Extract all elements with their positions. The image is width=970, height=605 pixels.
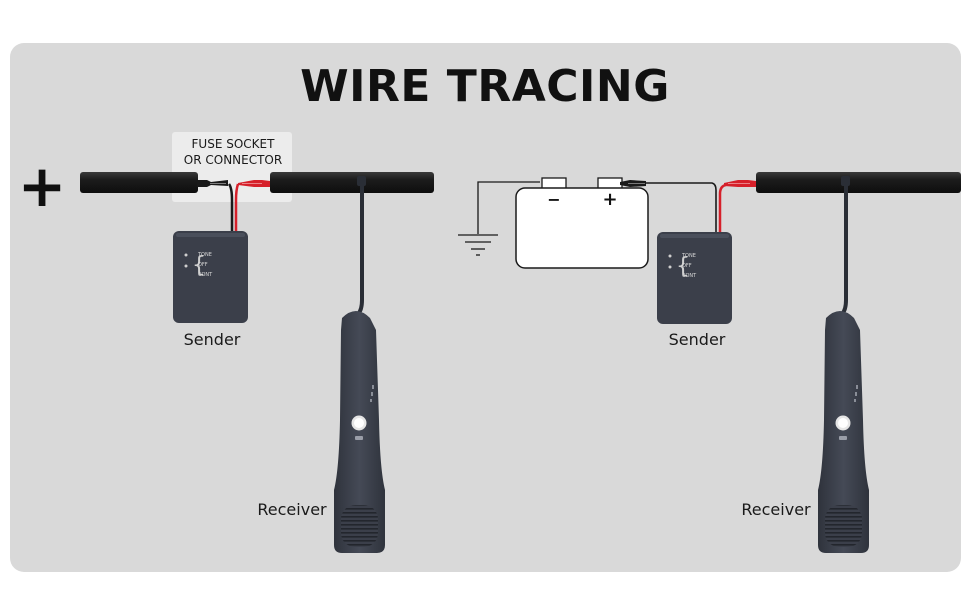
- page-title: WIRE TRACING: [300, 61, 670, 112]
- right-red-clip: [724, 180, 756, 187]
- right-sender-switch-tone: TONE: [681, 253, 696, 259]
- fuse-label-line1: FUSE SOCKET: [192, 137, 276, 151]
- black-clip: [197, 180, 228, 187]
- svg-text:{: {: [676, 254, 690, 279]
- left-receiver-label: Receiver: [257, 500, 327, 519]
- left-red-lead: [234, 183, 240, 233]
- battery-plus-label: +: [602, 189, 617, 210]
- right-black-lead: [646, 182, 717, 236]
- battery-black-clip: [620, 180, 646, 187]
- left-receiver: [334, 311, 385, 553]
- left-cable-segment-1: [80, 172, 198, 193]
- right-probe-tip: [841, 176, 850, 186]
- battery-icon: [515, 177, 649, 269]
- left-sender-switch-off: OFF: [198, 262, 208, 268]
- right-sender-switch-cont: CONT: [682, 273, 697, 279]
- right-cable: [756, 172, 961, 193]
- right-receiver-label: Receiver: [741, 500, 811, 519]
- red-clip: [238, 180, 270, 187]
- left-black-lead: [227, 183, 234, 233]
- right-sender: { TONE OFF CONT: [657, 232, 732, 324]
- right-sender-label: Sender: [669, 330, 726, 349]
- ground-wire: [477, 181, 540, 234]
- battery-minus-label: −: [547, 190, 560, 209]
- right-sender-switch-off: OFF: [682, 263, 692, 269]
- left-sender-switch-tone: TONE: [197, 252, 212, 258]
- left-sender-switch-cont: CONT: [198, 272, 213, 278]
- right-receiver: [818, 311, 869, 553]
- left-probe-tip: [357, 176, 366, 186]
- ground-icon: [458, 234, 498, 256]
- left-cable-segment-2: [270, 172, 434, 193]
- svg-text:{: {: [192, 253, 206, 278]
- left-sender: { TONE OFF CONT: [173, 231, 248, 323]
- left-sender-label: Sender: [184, 330, 241, 349]
- fuse-label-line2: OR CONNECTOR: [184, 153, 282, 167]
- positive-symbol: +: [18, 152, 67, 220]
